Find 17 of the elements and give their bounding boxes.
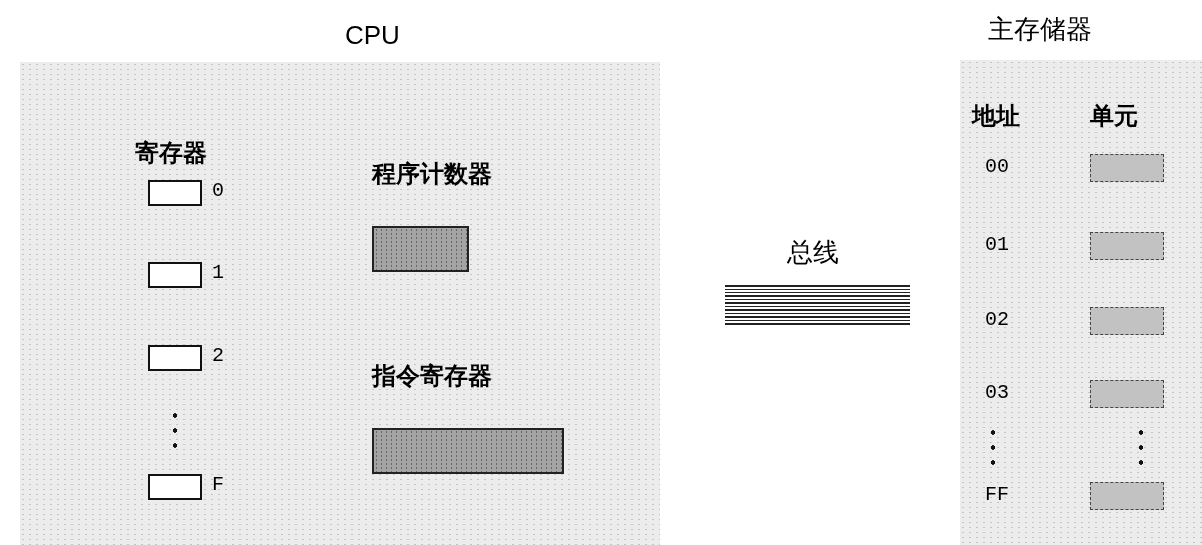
address-label: FF	[985, 483, 1009, 506]
address-label: 01	[985, 233, 1009, 256]
register-label: 指令寄存器	[372, 361, 492, 392]
column-header: 单元	[1090, 101, 1138, 132]
register-label: 程序计数器	[372, 159, 492, 190]
address-label: 02	[985, 308, 1009, 331]
register-number: 2	[212, 344, 224, 367]
register-number: 0	[212, 179, 224, 202]
register-number: 1	[212, 261, 224, 284]
panel-heading: 主存储器	[988, 13, 1092, 46]
register-number: F	[212, 473, 224, 496]
column-header: 地址	[972, 101, 1020, 132]
address-label: 00	[985, 155, 1009, 178]
address-label: 03	[985, 381, 1009, 404]
panel-heading: CPU	[345, 20, 400, 51]
section-label: 寄存器	[135, 138, 207, 169]
bus-label: 总线	[787, 236, 839, 269]
